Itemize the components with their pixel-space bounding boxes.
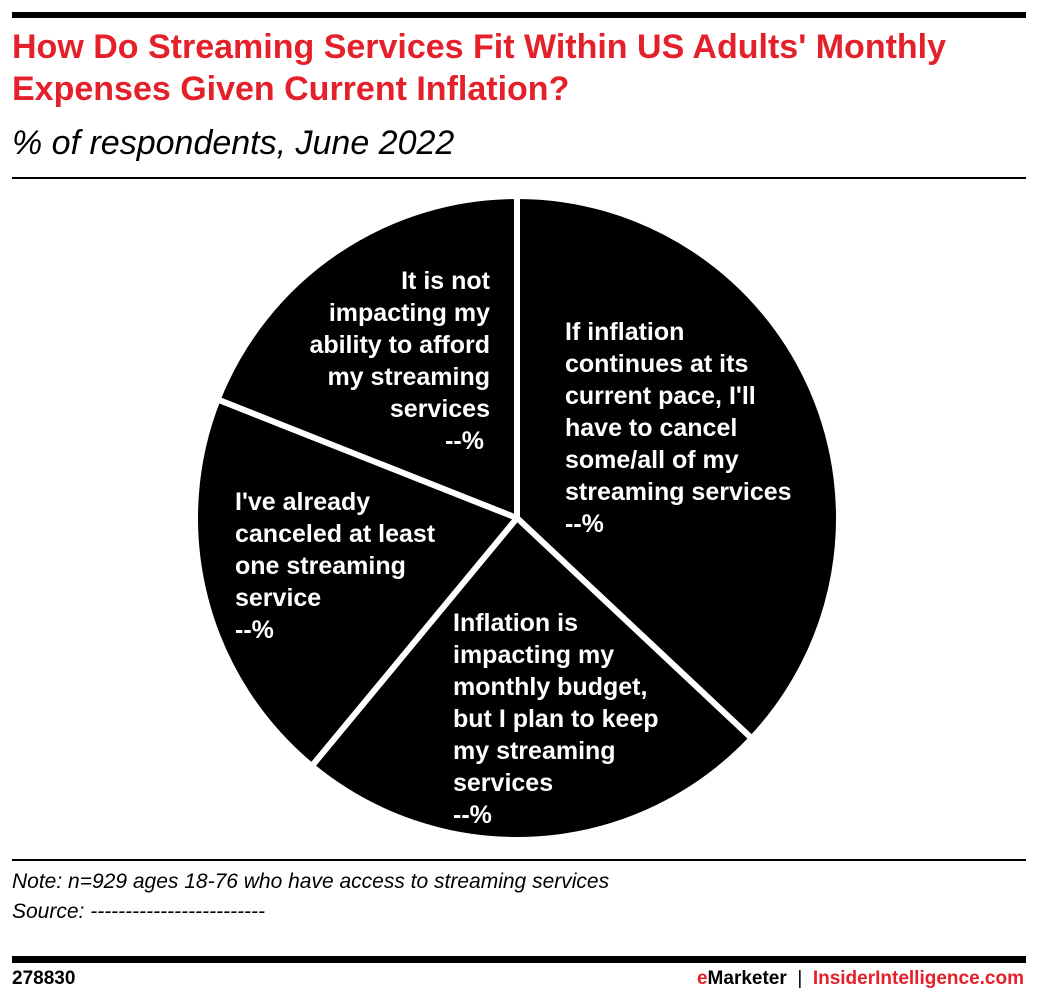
slice-value: --%	[565, 510, 604, 538]
slice-label-3: It is not impacting my ability to afford…	[309, 265, 490, 457]
chart-title: How Do Streaming Services Fit Within US …	[12, 28, 947, 108]
pie-slice-3	[214, 193, 520, 521]
pie-slice-0	[514, 193, 842, 742]
note-text: Note: n=929 ages 18-76 who have access t…	[12, 870, 610, 893]
slice-label-text: I've already canceled at least one strea…	[235, 488, 436, 612]
pie-slice-1	[308, 515, 755, 843]
brand-separator: |	[797, 968, 803, 989]
pie-slice-2	[192, 396, 520, 770]
slice-value: --%	[235, 616, 274, 644]
brand-e: e	[696, 968, 708, 989]
slice-label-text: It is not impacting my ability to afford…	[309, 267, 490, 423]
brand: eMarketer | InsiderIntelligence.com	[697, 968, 1024, 990]
brand-emarketer: Marketer	[707, 968, 787, 989]
slice-value: --%	[453, 801, 492, 829]
slice-label-1: Inflation is impacting my monthly budget…	[453, 607, 659, 831]
slice-label-text: Inflation is impacting my monthly budget…	[453, 609, 659, 797]
header-divider	[12, 177, 1026, 179]
source-text: Source: -------------------------	[12, 900, 266, 923]
slice-label-0: If inflation continues at its current pa…	[565, 316, 792, 540]
bottom-rule	[12, 956, 1026, 963]
chart-id: 278830	[12, 968, 76, 989]
slice-label-text: If inflation continues at its current pa…	[565, 318, 792, 506]
top-rule	[12, 12, 1026, 18]
slice-value: --%	[445, 427, 484, 455]
footer-divider	[12, 859, 1026, 861]
slice-label-2: I've already canceled at least one strea…	[235, 486, 435, 646]
brand-site[interactable]: InsiderIntelligence.com	[812, 968, 1024, 989]
chart-subtitle: % of respondents, June 2022	[12, 124, 455, 162]
